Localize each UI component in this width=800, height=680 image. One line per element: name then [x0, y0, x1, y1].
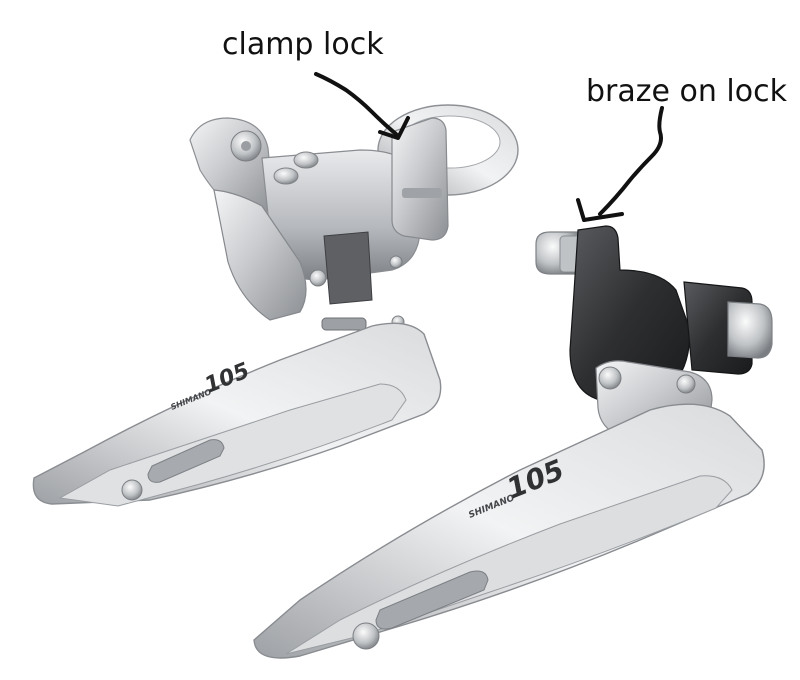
clamp-arrow-head: [378, 116, 410, 140]
left-cage-outer-plate: [32, 322, 442, 505]
right-pivot-bolt-1: [598, 366, 622, 390]
clamp-hinge-block: [391, 117, 449, 241]
right-pivot-bolt-2: [676, 374, 696, 394]
braze-arrow-line: [598, 106, 664, 216]
right-cage-outer-plate: [253, 403, 765, 659]
left-spring-coil: [321, 317, 367, 331]
left-top-bolt-1: [293, 151, 319, 169]
left-cage-tail-bolt: [121, 479, 143, 501]
right-derailleur: SHIMANO 105: [253, 225, 773, 659]
clamp-lock-label: clamp lock: [222, 27, 384, 62]
right-cage-tail-bolt: [352, 622, 380, 650]
braze-arrow-head: [576, 198, 624, 222]
left-pivot-bolt-1: [309, 269, 327, 287]
left-cage-inner-plate: [58, 383, 407, 507]
right-cage-slot: [375, 570, 489, 630]
clamp-arrow-line: [314, 72, 398, 136]
left-derailleur: SHIMANO 105: [32, 104, 519, 507]
left-spring-housing: [323, 231, 373, 305]
left-lever-bolt-center: [241, 141, 251, 151]
clamp-hinge-slot: [402, 188, 442, 198]
right-adjust-bolt: [727, 301, 773, 359]
left-linkage-arm: [213, 189, 307, 321]
left-cage-slot: [147, 439, 225, 483]
left-pivot-bolt-2: [389, 255, 403, 269]
braze-arrow: [576, 106, 664, 222]
braze-on-lock-label: braze on lock: [586, 74, 787, 109]
left-top-bolt-2: [273, 167, 299, 185]
clamp-arrow: [314, 72, 410, 140]
